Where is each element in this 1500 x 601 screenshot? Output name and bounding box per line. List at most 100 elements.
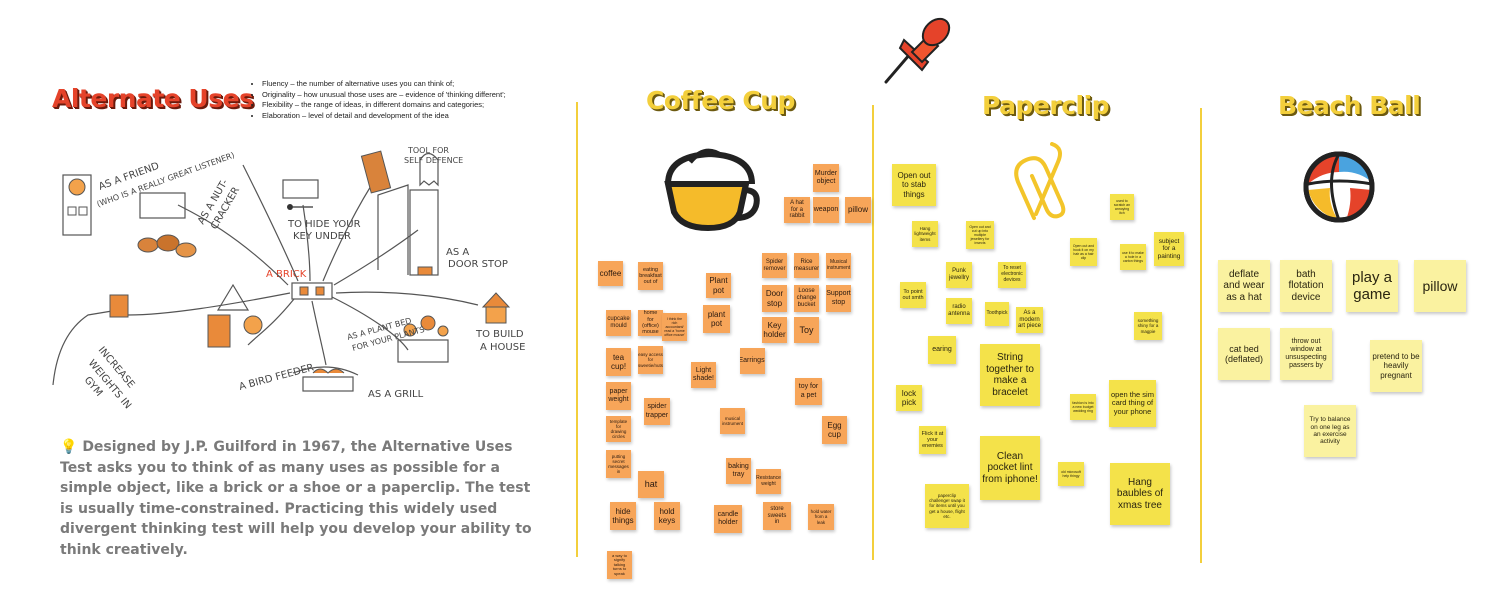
friend-brick-icon — [62, 174, 92, 236]
sticky-note[interactable]: play a game — [1346, 260, 1398, 312]
coffee-cup-icon — [664, 148, 760, 232]
sticky-note[interactable]: Toothpick — [985, 302, 1009, 326]
sticky-note[interactable]: musical instrument — [720, 408, 745, 434]
sticky-note[interactable]: coffee — [598, 261, 623, 286]
sticky-note[interactable]: baking tray — [726, 458, 751, 484]
sticky-note[interactable]: Hang lightweight items — [912, 221, 938, 247]
sticky-note[interactable]: As a modern art piece — [1016, 307, 1043, 333]
sticky-note[interactable]: eating breakfast out of — [638, 262, 663, 290]
sticky-note[interactable]: cat bed (deflated) — [1218, 328, 1270, 380]
sticky-note[interactable]: Clean pocket lint from iphone! — [980, 436, 1040, 500]
sticky-note[interactable]: Open out and cut up into multiple jewell… — [966, 221, 994, 249]
build-house-label-2: A HOUSE — [480, 342, 525, 353]
brick-label: A BRICK — [266, 269, 307, 280]
hide-key-label: TO HIDE YOUR — [287, 219, 361, 230]
sticky-note[interactable]: spider trapper — [644, 398, 670, 425]
sticky-note[interactable]: lock pick — [896, 385, 922, 411]
sticky-note[interactable]: paper weight — [606, 382, 631, 410]
sticky-note[interactable]: Egg cup — [822, 416, 847, 444]
bird-feeder-label: A BIRD FEEDER — [238, 362, 315, 393]
sticky-note[interactable]: hold water from a leak — [808, 504, 834, 530]
sticky-note[interactable]: tea cup! — [606, 348, 631, 376]
sticky-note[interactable]: Loose change bucket — [794, 285, 819, 312]
sticky-note[interactable]: subject for a painting — [1154, 232, 1184, 266]
build-house-label: TO BUILD — [475, 329, 524, 340]
sticky-note[interactable]: Plant pot — [706, 273, 731, 298]
sticky-note[interactable]: home for (office) mouse — [638, 310, 663, 336]
sticky-note[interactable]: Musical instrument — [826, 253, 851, 278]
sticky-note[interactable]: putting secret messages in — [606, 450, 631, 478]
sticky-note[interactable]: open the sim card thing of your phone — [1109, 380, 1156, 427]
sticky-note[interactable]: used to scratch an annoying itch — [1110, 194, 1134, 220]
sticky-note[interactable]: weapon — [813, 197, 839, 223]
grill-icon — [292, 366, 359, 392]
sticky-note[interactable]: fashion is into a new budget wedding rin… — [1070, 394, 1096, 420]
sticky-note[interactable]: plant pot — [703, 305, 730, 333]
sticky-note[interactable]: cupcake mould — [606, 310, 631, 336]
grill-label: AS A GRILL — [368, 389, 424, 400]
sticky-note[interactable]: Murder object — [813, 164, 839, 192]
brick-icon — [291, 282, 333, 300]
criteria-fluency: Fluency – the number of alternative uses… — [262, 79, 562, 90]
alternate-uses-title: Alternate Uses — [52, 84, 254, 113]
tool-label: TOOL FOR — [407, 146, 449, 155]
sticky-note[interactable]: hat — [638, 471, 664, 498]
sticky-note[interactable]: Open out and hook it on my hair as a hai… — [1070, 238, 1097, 266]
sticky-note[interactable]: old microsoft help thingy — [1058, 462, 1084, 486]
sticky-note[interactable]: Punk jewellry — [946, 262, 972, 288]
sticky-note[interactable]: Earrings! — [740, 348, 765, 374]
sticky-note[interactable]: Rice measurer — [794, 253, 819, 278]
paperclip-icon — [1014, 142, 1066, 220]
sticky-note[interactable]: pretend to be heavily pregnant — [1370, 340, 1422, 392]
push-pin-icon — [884, 17, 951, 84]
sticky-note[interactable]: Toy — [794, 317, 819, 343]
sticky-note[interactable]: pillow — [845, 197, 871, 223]
tool-label-2: SELF DEFENCE — [404, 156, 463, 165]
description-body: Designed by J.P. Guilford in 1967, the A… — [60, 439, 532, 558]
sticky-note[interactable]: toy for a pet — [795, 378, 822, 405]
sticky-note[interactable]: Support stop — [826, 285, 851, 312]
sticky-note[interactable]: something shiny for a magpie — [1134, 312, 1162, 340]
sticky-note[interactable]: throw out window at unsuspecting passers… — [1280, 328, 1332, 380]
sticky-note[interactable]: Spider remover — [762, 253, 787, 278]
sticky-note[interactable]: I think the rich accountant/ read a 'hom… — [662, 313, 687, 341]
sticky-note[interactable]: earing — [928, 336, 956, 364]
door-icon — [377, 184, 439, 276]
bird-feeder-icon — [207, 283, 263, 348]
sticky-note[interactable]: To point out smth — [900, 282, 926, 308]
sticky-note[interactable]: easy access for sweetie/nuts — [638, 346, 663, 374]
sticky-note[interactable]: template for drawing circles — [606, 416, 631, 442]
sticky-note[interactable]: To reset electronic devices — [998, 262, 1026, 288]
dumbbell-arm-icon — [52, 294, 129, 386]
sticky-note[interactable]: hide things — [610, 502, 636, 530]
sticky-note[interactable]: String together to make a bracelet — [980, 344, 1040, 406]
sticky-note[interactable]: paperclip challenge! swap it for items u… — [925, 484, 969, 528]
sticky-note[interactable]: deflate and wear as a hat — [1218, 260, 1270, 312]
sticky-note[interactable]: candle holder — [714, 505, 742, 533]
sticky-note[interactable]: A hat for a rabbit — [784, 197, 810, 223]
sticky-note[interactable]: Hang baubles of xmas tree — [1110, 463, 1170, 525]
sticky-note[interactable]: use it to make a hole in a carton things — [1120, 244, 1146, 270]
sticky-note[interactable]: Door stop — [762, 285, 787, 312]
sticky-note[interactable]: pillow — [1414, 260, 1466, 312]
sticky-note[interactable]: store sweets in — [763, 502, 791, 530]
beach-ball-icon — [1303, 151, 1375, 223]
key-icon — [282, 179, 319, 210]
sticky-note[interactable]: Light shade! — [691, 362, 716, 388]
criteria-flexibility: Flexibility – the range of ideas, in dif… — [262, 100, 562, 111]
sticky-note[interactable]: Key holder — [762, 317, 787, 343]
sticky-note[interactable]: radio antenna — [946, 298, 972, 324]
paperclip-title: Paperclip — [982, 91, 1110, 120]
sticky-note[interactable]: Open out to stab things — [892, 164, 936, 206]
sticky-note[interactable]: hold keys — [654, 502, 680, 530]
plant-bed-icon — [397, 315, 449, 363]
sticky-note[interactable]: bath flotation device — [1280, 260, 1332, 312]
doorstop-label: AS A — [446, 247, 469, 258]
sticky-note[interactable]: Resistance weight — [756, 469, 781, 494]
criteria-elaboration: Elaboration – level of detail and develo… — [262, 111, 562, 122]
description-text: 💡 Designed by J.P. Guilford in 1967, the… — [60, 437, 542, 560]
sticky-note[interactable]: Try to balance on one leg as an exercise… — [1304, 405, 1356, 457]
hide-key-label-2: KEY UNDER — [293, 231, 351, 242]
sticky-note[interactable]: a way to signify talking turns to speak — [607, 551, 632, 579]
sticky-note[interactable]: Flick it at your enemies — [919, 426, 946, 454]
